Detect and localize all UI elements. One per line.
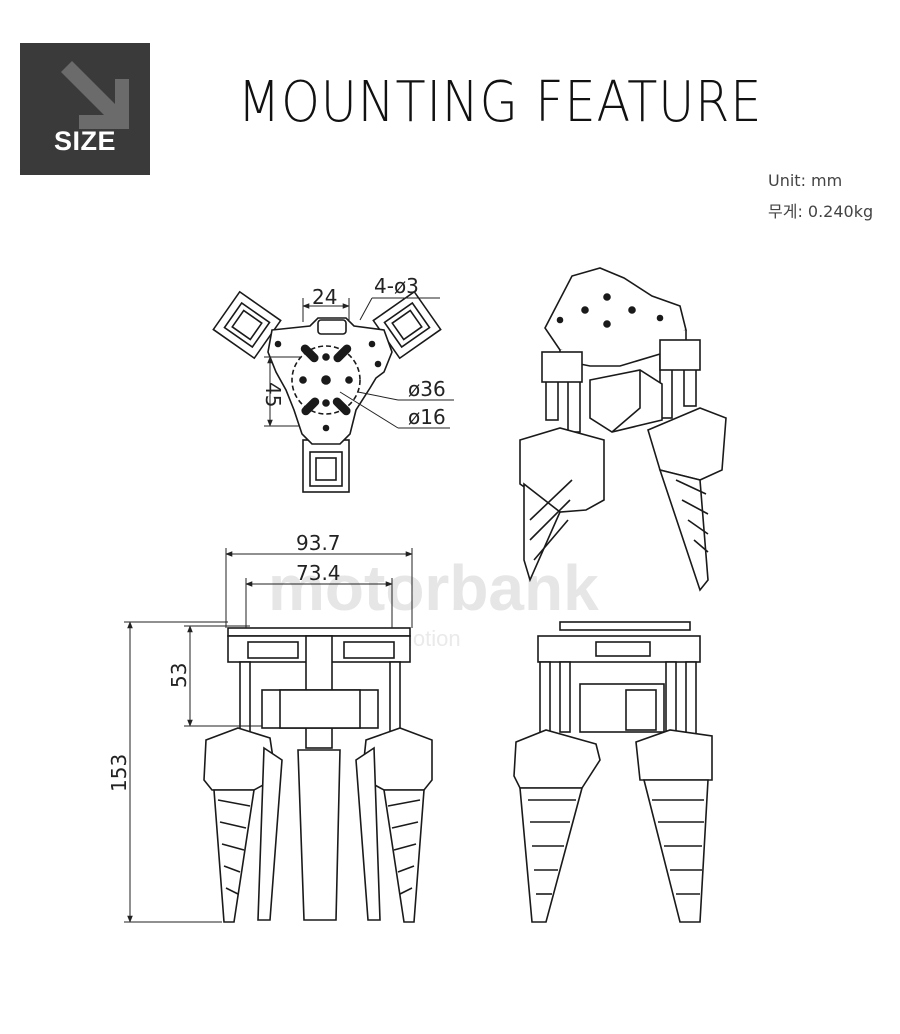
dim-holes: 4-ø3 [374,274,419,298]
top-view-dimensions [264,297,454,429]
watermark-brand: motorbank [268,552,599,624]
dim-inner-diameter: ø16 [408,405,446,429]
unit-spec: Unit: mm [768,171,843,190]
page-title: MOUNTING FEATURE [237,70,763,135]
side-view [513,621,713,923]
top-view [212,290,442,493]
dim-outer-diameter: ø36 [408,377,446,401]
dim-overall-width: 93.7 [296,531,341,555]
size-badge [20,43,150,175]
front-view-dimensions [124,548,413,923]
isometric-view [519,267,727,592]
arrow-down-right-icon [61,61,129,129]
dim-top-width: 24 [312,285,337,309]
dim-plate-width: 73.4 [296,561,341,585]
dim-upper-height: 53 [167,663,191,688]
size-badge-label: SIZE [53,126,116,156]
weight-spec: 무게: 0.240kg [768,202,874,221]
front-view [203,627,433,923]
dim-total-height: 153 [107,754,131,792]
dim-top-height: 45 [261,382,285,407]
